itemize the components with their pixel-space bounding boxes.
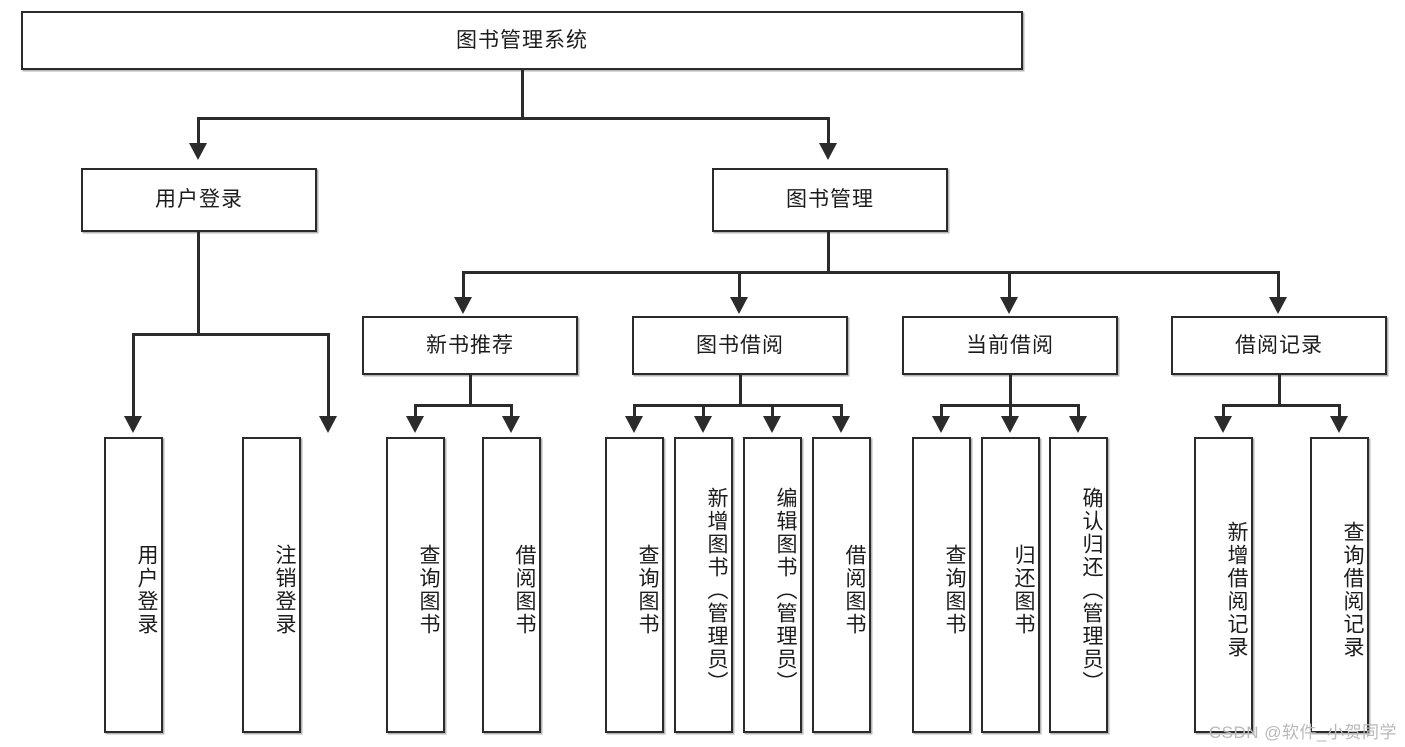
arrowhead-cb-return-book [1001,416,1019,433]
node-new-book-recommend[interactable]: 新书推荐 [362,316,578,375]
connector-nbr-drop-1 [414,404,417,418]
leaf-cb-query-book[interactable]: 查询图书 [912,437,971,733]
connector-user-login-drop-2 [327,333,330,418]
node-label: 新书推荐 [426,333,514,357]
connector-bb-stem [739,375,742,406]
connector-bb-drop-3 [771,404,774,418]
leaf-cb-confirm-return[interactable]: 确认归还（管理员） [1049,437,1108,733]
node-label: 查询图书 [636,544,659,636]
connector-user-login-bus [132,333,330,336]
leaf-user-logout[interactable]: 注销登录 [242,437,301,733]
connector-bm-drop-book-borrow [738,271,741,299]
leaf-bb-edit-book[interactable]: 编辑图书（管理员） [743,437,802,733]
arrowhead-borrow-record [1269,297,1287,314]
node-label: 当前借阅 [966,333,1054,357]
node-label: 图书管理 [786,188,874,212]
leaf-bb-add-book[interactable]: 新增图书（管理员） [674,437,733,733]
arrowhead-nbr-borrow-book [502,416,520,433]
arrowhead-nbr-query-book [406,416,424,433]
connector-br-stem [1278,375,1281,406]
arrowhead-br-add-record [1214,416,1232,433]
node-label: 借阅记录 [1235,333,1323,357]
connector-br-drop-2 [1338,404,1341,418]
node-label: 确认归还（管理员） [1080,486,1103,694]
leaf-user-login[interactable]: 用户登录 [104,437,163,733]
connector-cb-drop-2 [1009,404,1012,418]
leaf-nbr-query-book[interactable]: 查询图书 [386,437,445,733]
leaf-nbr-borrow-book[interactable]: 借阅图书 [482,437,541,733]
connector-root-to-user-login [197,117,200,145]
node-label: 查询借阅记录 [1341,521,1364,659]
connector-cb-drop-3 [1077,404,1080,418]
arrowhead-leaf-user-login [124,416,142,433]
connector-book-manage-stem [827,232,830,273]
node-label: 新增借阅记录 [1225,521,1248,659]
node-label: 归还图书 [1012,544,1035,636]
connector-bm-drop-borrow-record [1277,271,1280,299]
connector-user-login-drop-1 [132,333,135,418]
node-label: 图书借阅 [696,333,784,357]
node-root-book-management-system[interactable]: 图书管理系统 [21,11,1023,70]
node-book-management[interactable]: 图书管理 [712,168,948,232]
node-label: 用户登录 [135,544,158,636]
connector-bb-bus [633,404,843,407]
connector-br-drop-1 [1222,404,1225,418]
connector-bm-drop-current-borrow [1008,271,1011,299]
node-label: 注销登录 [273,544,296,636]
node-label: 查询图书 [943,544,966,636]
connector-bm-drop-new-book [462,271,465,299]
arrowhead-book-manage [819,143,837,160]
arrowhead-cb-confirm-return [1069,416,1087,433]
arrowhead-br-query-record [1330,416,1348,433]
csdn-watermark: CSDN @软件_小贺同学 [1208,723,1397,742]
arrowhead-book-borrow [730,297,748,314]
connector-br-bus [1222,404,1341,407]
connector-root-to-book-manage [827,117,830,145]
node-label: 新增图书（管理员） [705,486,728,694]
leaf-cb-return-book[interactable]: 归还图书 [981,437,1040,733]
node-label: 编辑图书（管理员） [774,486,797,694]
arrowhead-bb-add-book [694,416,712,433]
connector-cb-stem [1009,375,1012,406]
arrowhead-new-book-recommend [454,297,472,314]
connector-nbr-drop-2 [510,404,513,418]
connector-user-login-stem [197,232,200,336]
node-user-login[interactable]: 用户登录 [81,168,317,232]
leaf-bb-borrow-book[interactable]: 借阅图书 [812,437,871,733]
arrowhead-user-login [189,143,207,160]
connector-root-stem [521,70,524,119]
connector-cb-drop-1 [940,404,943,418]
connector-book-manage-bus [462,271,1280,274]
node-label: 借阅图书 [843,544,866,636]
node-book-borrow[interactable]: 图书借阅 [632,316,848,375]
leaf-br-query-record[interactable]: 查询借阅记录 [1310,437,1369,733]
connector-bb-drop-2 [702,404,705,418]
arrowhead-bb-edit-book [763,416,781,433]
connector-bb-drop-4 [840,404,843,418]
connector-nbr-bus [414,404,513,407]
node-label: 图书管理系统 [456,28,588,52]
node-label: 借阅图书 [513,544,536,636]
node-label: 用户登录 [155,188,243,212]
node-current-borrow[interactable]: 当前借阅 [902,316,1118,375]
arrowhead-cb-query-book [932,416,950,433]
connector-root-bus [197,117,830,120]
connector-bb-drop-1 [633,404,636,418]
arrowhead-current-borrow [1000,297,1018,314]
arrowhead-bb-borrow-book [832,416,850,433]
arrowhead-leaf-user-logout [319,416,337,433]
leaf-bb-query-book[interactable]: 查询图书 [605,437,664,733]
node-label: 查询图书 [417,544,440,636]
connector-nbr-stem [469,375,472,406]
leaf-br-add-record[interactable]: 新增借阅记录 [1194,437,1253,733]
arrowhead-bb-query-book [625,416,643,433]
node-borrow-record[interactable]: 借阅记录 [1171,316,1387,375]
